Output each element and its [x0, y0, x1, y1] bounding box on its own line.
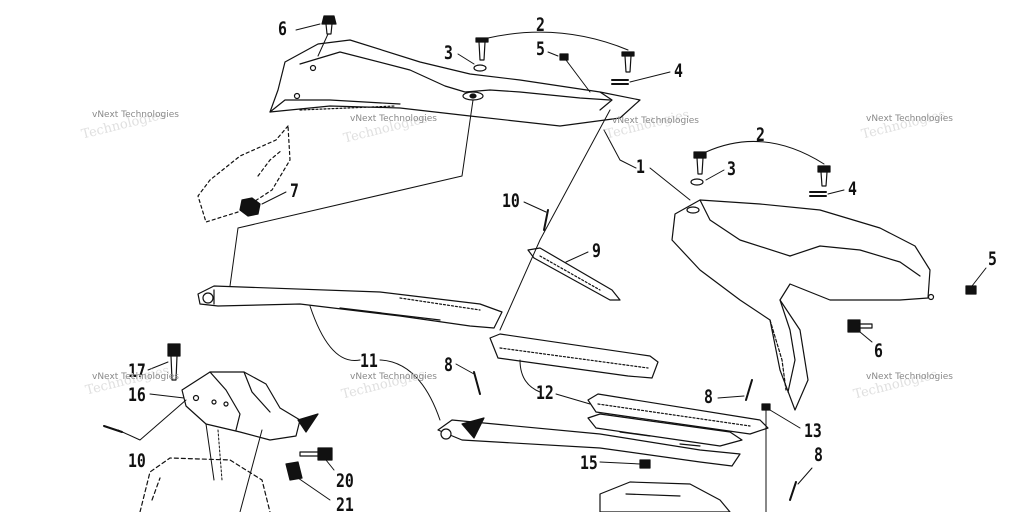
watermark-text: vNext Technologies	[92, 372, 179, 382]
watermark-text: vNext Technologies	[350, 114, 437, 124]
frame-outline-dashed	[139, 457, 271, 512]
callout-7: 7	[290, 180, 299, 202]
upper-side-panel	[269, 39, 641, 127]
bracket-strip	[527, 247, 621, 301]
callout-3-top: 3	[444, 42, 453, 64]
callout-6-right: 6	[874, 340, 883, 362]
watermark-text: vNext Technologies	[866, 372, 953, 382]
callout-16: 16	[128, 384, 146, 406]
watermark-text: vNext Technologies	[350, 372, 437, 382]
leader-lines	[117, 23, 987, 512]
callout-11: 11	[360, 350, 378, 372]
right-side-panel	[671, 199, 935, 411]
callout-2-top: 2	[536, 14, 545, 36]
lower-right-bracket	[599, 481, 731, 512]
callout-4-top: 4	[674, 60, 683, 82]
callout-5-right: 5	[988, 248, 997, 270]
fasteners	[103, 15, 977, 501]
callout-12: 12	[536, 382, 554, 404]
watermark-text: vNext Technologies	[866, 114, 953, 124]
callout-4-right: 4	[848, 178, 857, 200]
callout-13: 13	[804, 420, 822, 442]
callout-20: 20	[336, 470, 354, 492]
watermark-text: vNext Technologies	[612, 116, 699, 126]
support-arm-lower	[437, 419, 741, 467]
callout-1: 1	[636, 156, 645, 178]
callout-9: 9	[592, 240, 601, 262]
callout-10-low: 10	[128, 450, 146, 472]
hidden-bracket-dashed	[197, 125, 291, 223]
rail-upper	[489, 333, 659, 379]
callout-8-mid: 8	[704, 386, 713, 408]
callout-15: 15	[580, 452, 598, 474]
callout-3-right: 3	[727, 158, 736, 180]
lower-bracket	[181, 371, 301, 441]
callout-17: 17	[128, 360, 146, 382]
callout-6-top: 6	[278, 18, 287, 40]
rail-lower	[587, 393, 769, 447]
callout-2-right: 2	[756, 124, 765, 146]
callout-5-top: 5	[536, 38, 545, 60]
callout-8-right: 8	[814, 444, 823, 466]
callout-10-mid: 10	[502, 190, 520, 212]
callout-8-left: 8	[444, 354, 453, 376]
watermark-text: vNext Technologies	[92, 110, 179, 120]
callout-21: 21	[336, 494, 354, 516]
support-arm-upper	[197, 285, 503, 329]
